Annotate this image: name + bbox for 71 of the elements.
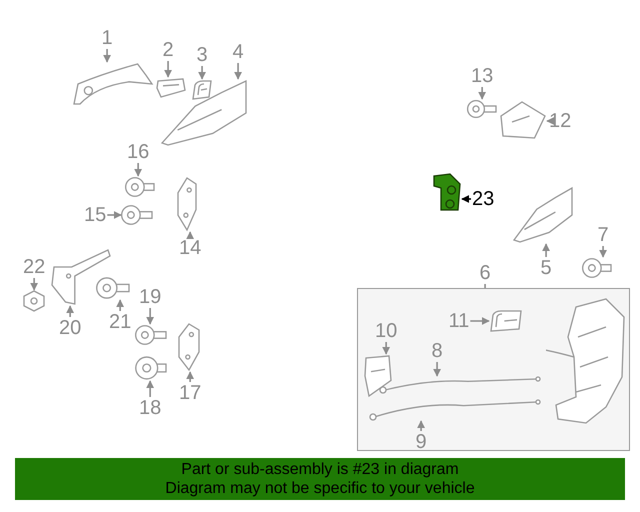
leader-line [30, 278, 38, 291]
bolt-drawing [135, 324, 167, 346]
bolt-drawing [96, 276, 130, 300]
hinge-drawing [177, 322, 201, 372]
callout-number: 22 [23, 257, 46, 277]
door-check-drawing [50, 246, 112, 306]
leader-line [382, 342, 390, 355]
leader-line [103, 49, 112, 63]
leader-line [146, 308, 154, 325]
callout-number: 16 [127, 142, 150, 162]
callout-number: 14 [179, 238, 202, 258]
leader-line [164, 61, 172, 78]
callout-number: 17 [179, 383, 202, 403]
callout-number: 23 [472, 189, 494, 209]
callout-number: 18 [139, 398, 162, 418]
callout-number: 21 [109, 312, 132, 332]
callout-number: 20 [59, 318, 82, 338]
callout-number: 10 [375, 321, 398, 341]
cable-drawing [369, 399, 541, 421]
leader-line [146, 380, 154, 397]
leader-line [417, 420, 426, 431]
assembly-box [357, 288, 630, 451]
bolt-drawing [135, 355, 167, 381]
door-handle-drawing [72, 62, 154, 106]
notice-text: Part or sub-assembly is #23 in diagram [181, 460, 459, 479]
screw-drawing [467, 99, 497, 119]
callout-number: 1 [102, 28, 113, 48]
bracket-drawing [363, 354, 393, 398]
callout-number: 7 [598, 225, 609, 245]
leader-line [461, 195, 471, 203]
highlighted-part-drawing [432, 172, 462, 212]
leader-line [433, 362, 442, 377]
leader-line [542, 243, 550, 257]
leader-line [116, 299, 124, 311]
leader-line [198, 66, 206, 80]
leader-line [186, 231, 194, 240]
cover-drawing [155, 77, 187, 99]
leader-line [107, 211, 122, 219]
leader-line [66, 305, 74, 317]
leader-line [484, 284, 486, 288]
leader-line [599, 246, 608, 258]
callout-number: 3 [196, 45, 208, 65]
callout-number: 8 [432, 341, 443, 361]
callout-number: 12 [549, 111, 572, 131]
callout-number: 2 [162, 40, 174, 60]
leader-line [134, 163, 142, 177]
bolt-drawing [582, 257, 612, 279]
leader-line [186, 371, 194, 382]
cable-drawing [379, 376, 541, 394]
nut-drawing [23, 290, 45, 312]
leader-line [470, 317, 490, 325]
callout-number: 9 [416, 432, 427, 452]
knob-drawing [489, 309, 523, 333]
bolt-drawing [121, 204, 153, 226]
bolt-drawing [125, 176, 155, 198]
callout-number: 5 [540, 258, 552, 278]
gasket-drawing [191, 79, 213, 101]
callout-number: 6 [480, 263, 491, 283]
callout-number: 15 [84, 205, 106, 225]
lock-cover-drawing [512, 186, 574, 244]
hinge-drawing [176, 176, 198, 232]
leader-line [546, 117, 554, 125]
callout-number: 13 [471, 66, 494, 86]
notice-text: Diagram may not be specific to your vehicle [165, 479, 475, 498]
callout-number: 11 [448, 311, 470, 331]
leader-line [234, 63, 242, 80]
leader-line [478, 87, 486, 100]
notice-banner [15, 458, 625, 500]
callout-number: 4 [232, 42, 244, 62]
callout-number: 19 [139, 287, 162, 307]
handle-frame-drawing [160, 79, 248, 147]
